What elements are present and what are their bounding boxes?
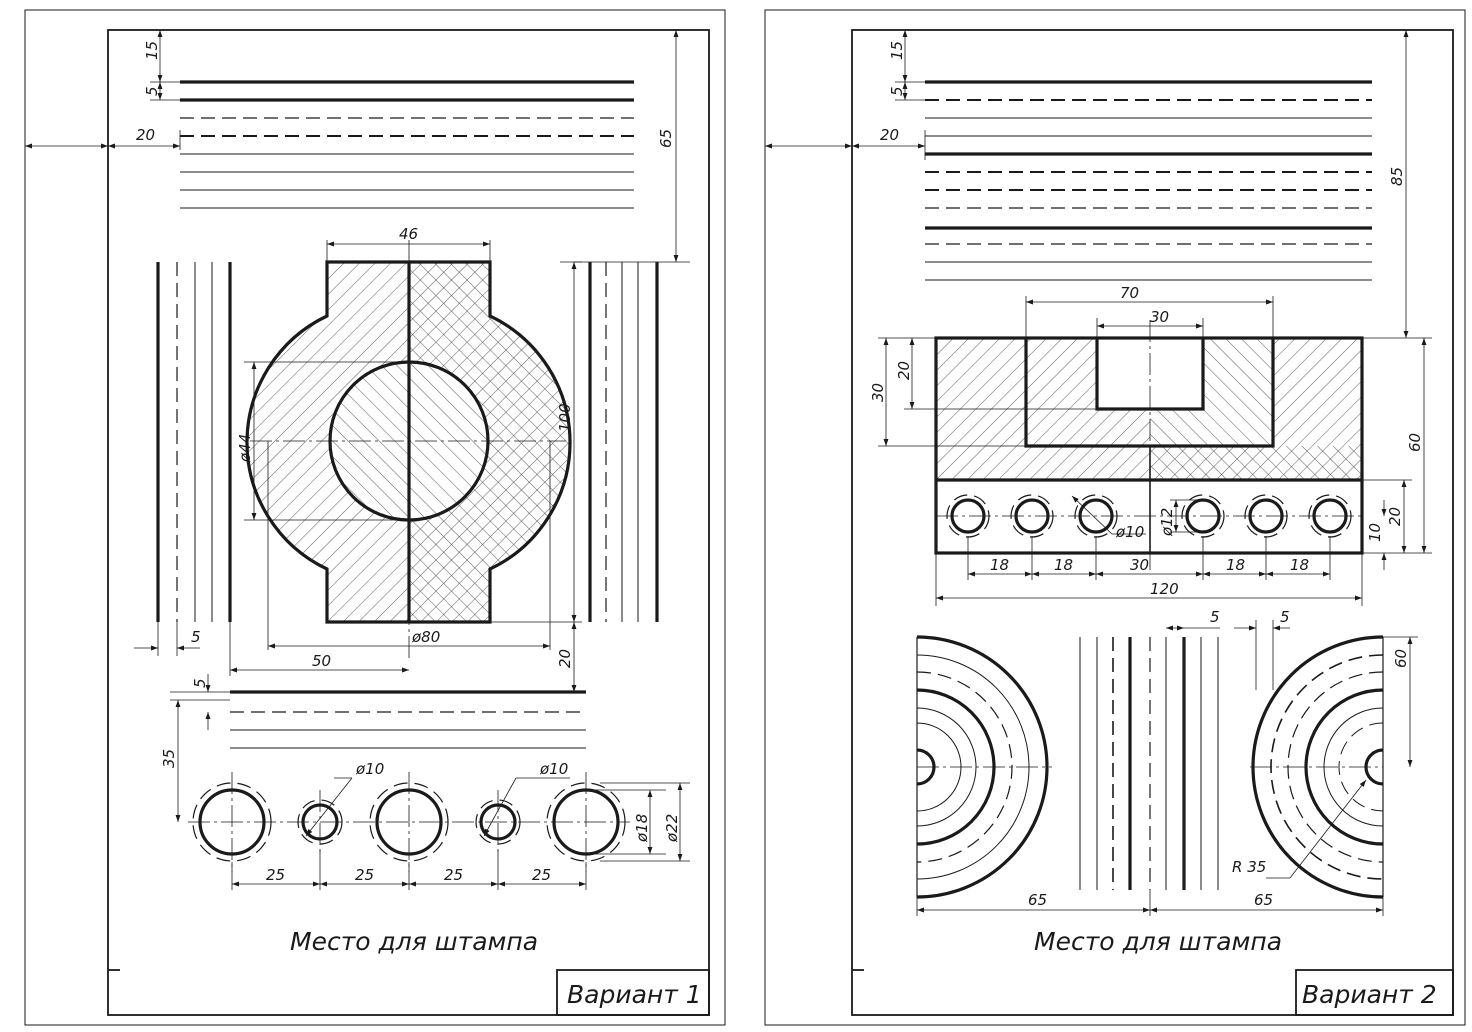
sheet-1-lower-lines xyxy=(230,690,586,749)
dim-35: 35 xyxy=(160,749,178,768)
dim-5-b: 5 xyxy=(1280,608,1290,626)
circle-group-4 xyxy=(475,790,521,854)
dim-25-4: 25 xyxy=(532,866,551,884)
sheet-variant-2: 15 5 20 85 xyxy=(764,9,1466,1026)
sheet-2-line-types xyxy=(925,80,1372,281)
dim-20-right: 20 xyxy=(556,649,574,668)
dim-50: 50 xyxy=(312,652,331,670)
sheet-2-variant-label: Вариант 2 xyxy=(1302,980,1437,1009)
dim-18-3: 18 xyxy=(1226,556,1245,574)
dim-20: 20 xyxy=(136,126,155,144)
dim-d44: ø44 xyxy=(236,434,254,463)
dim-30-left: 30 xyxy=(869,383,887,402)
sheet-1-outer-frame xyxy=(24,9,726,1026)
dim-85: 85 xyxy=(1388,167,1406,186)
dim-R35: R 35 xyxy=(1232,858,1266,876)
sheet-2-center-vertical-lines xyxy=(1079,637,1219,890)
dim-60: 60 xyxy=(1406,433,1424,452)
sheet-1-line-types xyxy=(180,80,634,209)
dim-30-holes: 30 xyxy=(1130,556,1149,574)
dim-5-lower: 5 xyxy=(191,678,209,688)
sheet-2-section-part xyxy=(934,320,1364,570)
sheet-2-left-half-circles xyxy=(916,635,1052,899)
dim-d10-b: ø10 xyxy=(539,760,568,778)
dim-20: 20 xyxy=(880,126,899,144)
dim-d80: ø80 xyxy=(411,628,440,646)
dim-18-4: 18 xyxy=(1290,556,1309,574)
dim-20-left: 20 xyxy=(895,361,913,380)
dim-18-1: 18 xyxy=(990,556,1009,574)
sheet-variant-1: 15 5 20 65 5 xyxy=(24,9,726,1026)
sheet-1-stamp-placeholder: Место для штампа xyxy=(290,927,538,956)
dim-d12: ø12 xyxy=(1158,508,1176,537)
circle-group-1 xyxy=(192,772,272,872)
dim-18-2: 18 xyxy=(1054,556,1073,574)
dim-100: 100 xyxy=(556,403,574,432)
dim-65-left: 65 xyxy=(1028,891,1047,909)
dim-5-a: 5 xyxy=(1210,608,1220,626)
dim-60-bottom: 60 xyxy=(1392,649,1410,668)
sheet-1-circles-row xyxy=(188,772,630,872)
dim-5-vertical: 5 xyxy=(191,628,201,646)
dim-120: 120 xyxy=(1150,580,1179,598)
dim-25-2: 25 xyxy=(355,866,374,884)
dim-15: 15 xyxy=(143,41,161,60)
sheet-2-right-half-circles xyxy=(1250,635,1384,899)
dim-5: 5 xyxy=(888,86,906,96)
dim-70: 70 xyxy=(1120,284,1139,302)
sheet-2-inner-frame xyxy=(851,29,1454,1016)
dim-65: 65 xyxy=(657,129,675,148)
dim-10-right: 10 xyxy=(1366,523,1384,542)
sheet-2-outer-frame xyxy=(764,9,1466,1026)
dim-5: 5 xyxy=(143,86,161,96)
dim-65-right: 65 xyxy=(1254,891,1273,909)
sheet-1-vertical-lines xyxy=(156,262,659,622)
dim-d18: ø18 xyxy=(633,814,651,843)
dim-25-1: 25 xyxy=(266,866,285,884)
dim-15: 15 xyxy=(888,41,906,60)
circle-group-2 xyxy=(297,790,343,854)
dim-d10-hole: ø10 xyxy=(1115,523,1144,541)
dim-46: 46 xyxy=(399,225,418,243)
dim-25-3: 25 xyxy=(444,866,463,884)
dim-20-right: 20 xyxy=(1386,507,1404,526)
sheet-1-main-part xyxy=(245,240,572,660)
sheet-2-stamp-placeholder: Место для штампа xyxy=(1034,927,1282,956)
dim-d22: ø22 xyxy=(663,814,681,843)
circle-group-3 xyxy=(369,772,449,872)
sheet-1-variant-label: Вариант 1 xyxy=(567,980,702,1009)
dim-d10-a: ø10 xyxy=(355,760,384,778)
dim-30-top: 30 xyxy=(1150,308,1169,326)
sheet-1-inner-frame xyxy=(107,29,710,1016)
